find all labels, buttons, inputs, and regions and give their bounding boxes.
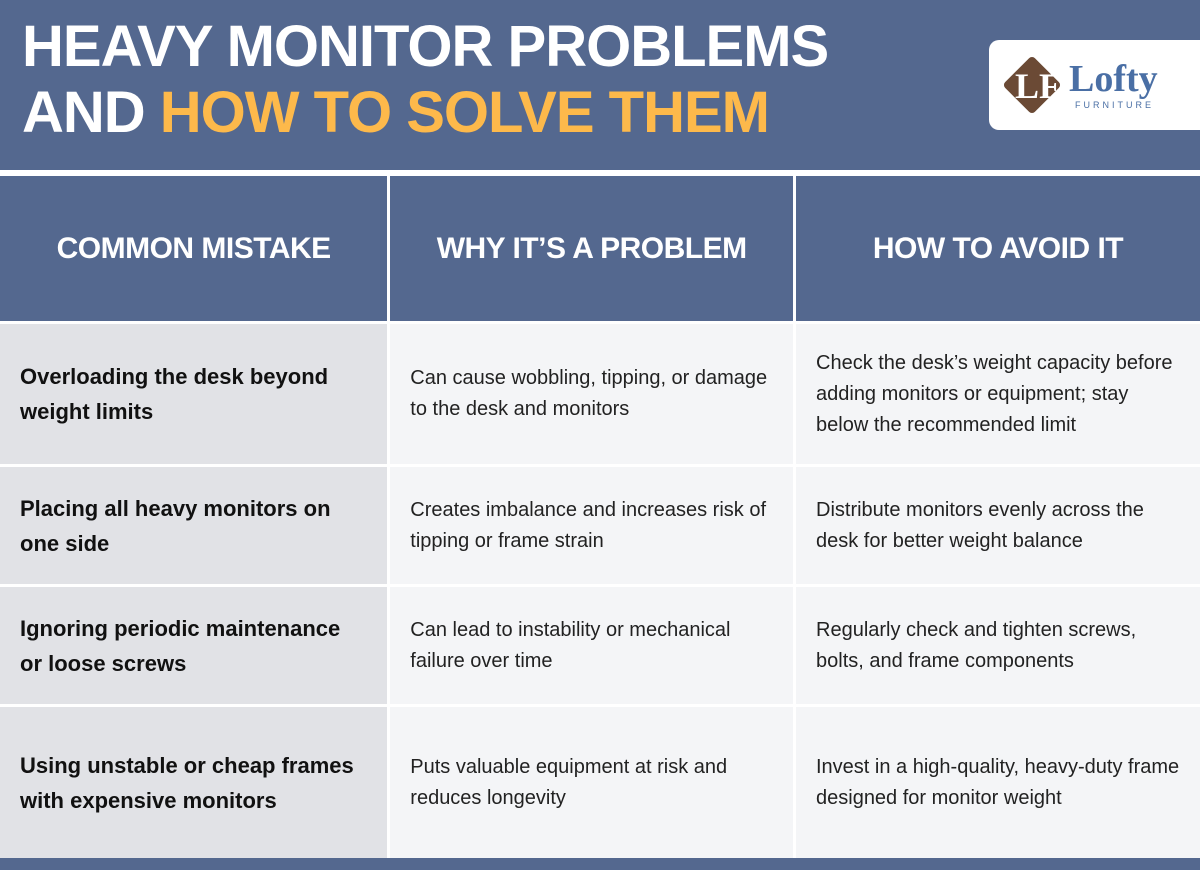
header-common-mistake: COMMON MISTAKE — [0, 176, 388, 321]
title-highlight: HOW TO SOLVE THEM — [159, 80, 770, 145]
problems-table: COMMON MISTAKE WHY IT’S A PROBLEM HOW TO… — [0, 173, 1200, 862]
table-row: Ignoring periodic maintenance or loose s… — [0, 587, 1200, 704]
mistake-cell: Overloading the desk beyond weight limit… — [0, 324, 388, 464]
logo-subtitle: FURNITURE — [1075, 100, 1154, 110]
title-prefix: AND — [22, 80, 160, 145]
mistake-cell: Ignoring periodic maintenance or loose s… — [0, 587, 388, 704]
mistake-cell: Placing all heavy monitors on one side — [0, 467, 388, 584]
bottom-bar — [0, 858, 1200, 870]
solution-cell: Regularly check and tighten screws, bolt… — [796, 587, 1200, 704]
problem-cell: Creates imbalance and increases risk of … — [390, 467, 793, 584]
header-how-to-avoid: HOW TO AVOID IT — [796, 176, 1200, 321]
page-title: HEAVY MONITOR PROBLEMS AND HOW TO SOLVE … — [22, 14, 829, 146]
header-why-problem: WHY IT’S A PROBLEM — [390, 176, 793, 321]
logo-mark: LF — [1015, 66, 1062, 106]
lofty-logo: LF Lofty FURNITURE — [989, 40, 1200, 130]
title-line-2: AND HOW TO SOLVE THEM — [22, 80, 828, 146]
title-line-1: HEAVY MONITOR PROBLEMS — [22, 14, 829, 79]
title-banner: HEAVY MONITOR PROBLEMS AND HOW TO SOLVE … — [0, 0, 1200, 170]
problem-cell: Puts valuable equipment at risk and redu… — [390, 707, 793, 859]
table-row: Using unstable or cheap frames with expe… — [0, 707, 1200, 859]
table-header-row: COMMON MISTAKE WHY IT’S A PROBLEM HOW TO… — [0, 176, 1200, 321]
table-row: Placing all heavy monitors on one side C… — [0, 467, 1200, 584]
solution-cell: Distribute monitors evenly across the de… — [796, 467, 1200, 584]
logo-name: Lofty — [1069, 58, 1158, 100]
problem-cell: Can cause wobbling, tipping, or damage t… — [390, 324, 793, 464]
solution-cell: Check the desk’s weight capacity before … — [796, 324, 1200, 464]
mistake-cell: Using unstable or cheap frames with expe… — [0, 707, 388, 859]
problem-cell: Can lead to instability or mechanical fa… — [390, 587, 793, 704]
solution-cell: Invest in a high-quality, heavy-duty fra… — [796, 707, 1200, 859]
table-row: Overloading the desk beyond weight limit… — [0, 324, 1200, 464]
